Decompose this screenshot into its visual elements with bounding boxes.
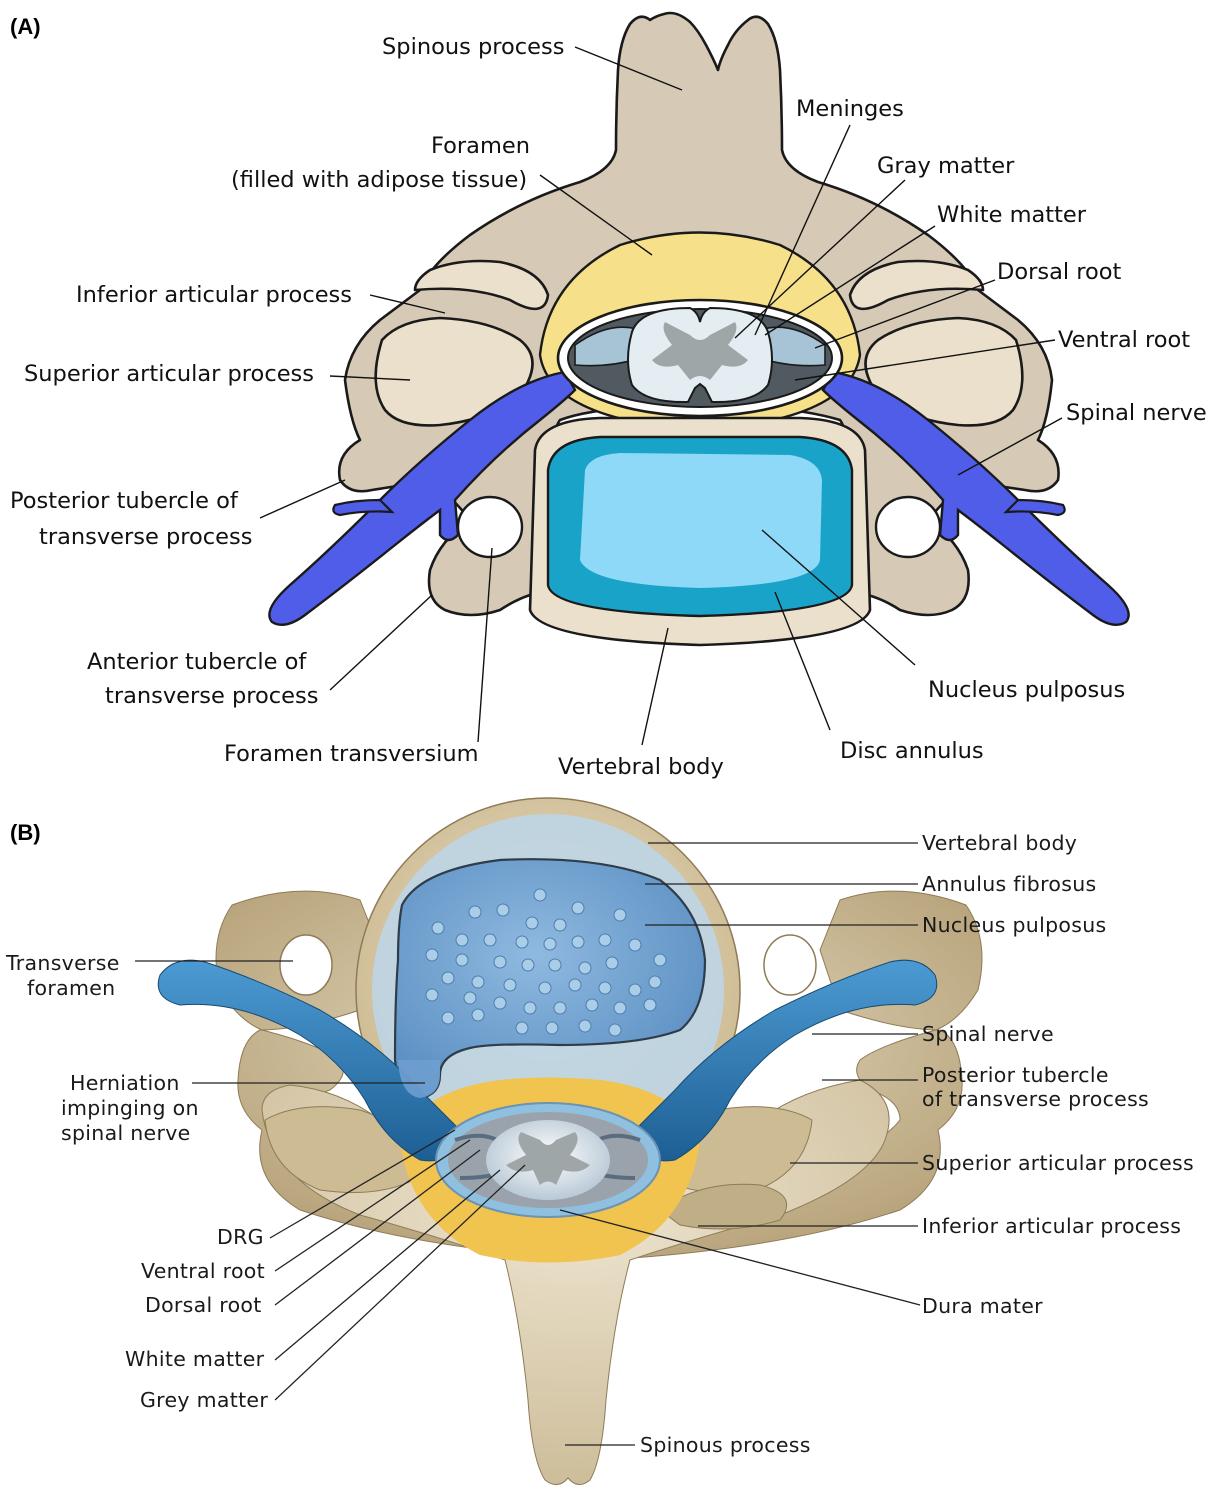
label-a-spinous-process: Spinous process — [382, 34, 564, 60]
label-b-transverse-foramen-line1: Transverse — [5, 951, 120, 975]
label-a-meninges: Meninges — [796, 96, 904, 122]
label-b-dura-mater: Dura mater — [922, 1294, 1043, 1318]
nucleus-pulposus-a — [580, 453, 822, 588]
label-a-foramen-line1: Foramen — [431, 133, 530, 159]
transverse-foramen-right-b — [764, 935, 816, 995]
label-b-annulus-fibrosus: Annulus fibrosus — [922, 872, 1097, 896]
label-b-vertebral-body: Vertebral body — [922, 831, 1077, 855]
transverse-foramen-left-b — [280, 935, 332, 995]
label-a-inferior-articular-process: Inferior articular process — [76, 282, 352, 308]
label-a-anterior-tubercle-line1: Anterior tubercle of — [87, 649, 307, 675]
label-a-posterior-tubercle-line2: transverse process — [39, 524, 252, 550]
label-b-transverse-foramen-line2: foramen — [27, 976, 115, 1000]
label-a-nucleus-pulposus: Nucleus pulposus — [928, 677, 1125, 703]
label-b-grey-matter: Grey matter — [140, 1388, 268, 1412]
foramen-transversarium-right — [876, 497, 940, 557]
label-b-white-matter: White matter — [125, 1347, 265, 1371]
label-b-spinous-process: Spinous process — [640, 1433, 811, 1457]
panel-a-letter: (A) — [10, 14, 41, 39]
label-b-inferior-articular-process: Inferior articular process — [922, 1214, 1181, 1238]
panel-a: (A) — [10, 13, 1207, 780]
label-a-ventral-root: Ventral root — [1058, 327, 1190, 353]
label-b-dorsal-root: Dorsal root — [145, 1293, 262, 1317]
leader-a-anterior-tubercle — [330, 595, 432, 690]
label-a-foramen-transversium: Foramen transversium — [224, 741, 479, 767]
label-a-foramen-line2: (filled with adipose tissue) — [231, 167, 527, 193]
foramen-transversarium-left — [458, 497, 522, 557]
label-b-herniation-line3: spinal nerve — [61, 1121, 191, 1145]
label-b-drg: DRG — [217, 1225, 264, 1249]
label-b-posterior-tubercle-line1: Posterior tubercle — [922, 1063, 1109, 1087]
label-a-gray-matter: Gray matter — [877, 153, 1015, 179]
label-b-nucleus-pulposus: Nucleus pulposus — [922, 913, 1107, 937]
label-b-posterior-tubercle-line2: of transverse process — [922, 1087, 1149, 1111]
label-a-dorsal-root: Dorsal root — [997, 259, 1122, 285]
label-b-superior-articular-process: Superior articular process — [922, 1151, 1194, 1175]
label-a-posterior-tubercle-line1: Posterior tubercle of — [10, 488, 239, 514]
label-b-ventral-root: Ventral root — [141, 1259, 265, 1283]
panel-b: (B) — [5, 798, 1194, 1485]
label-a-superior-articular-process: Superior articular process — [24, 361, 314, 387]
label-a-white-matter: White matter — [937, 202, 1087, 228]
leader-a-vertebral-body — [642, 628, 668, 745]
label-a-disc-annulus: Disc annulus — [840, 738, 984, 764]
label-a-vertebral-body: Vertebral body — [558, 754, 724, 780]
label-b-herniation-line2: impinging on — [61, 1096, 199, 1120]
label-a-anterior-tubercle-line2: transverse process — [105, 683, 318, 709]
label-b-herniation-line1: Herniation — [70, 1071, 180, 1095]
label-b-spinal-nerve: Spinal nerve — [922, 1022, 1054, 1046]
panel-b-letter: (B) — [10, 820, 41, 845]
label-a-spinal-nerve: Spinal nerve — [1066, 400, 1207, 426]
leader-a-posterior-tubercle — [260, 480, 345, 518]
